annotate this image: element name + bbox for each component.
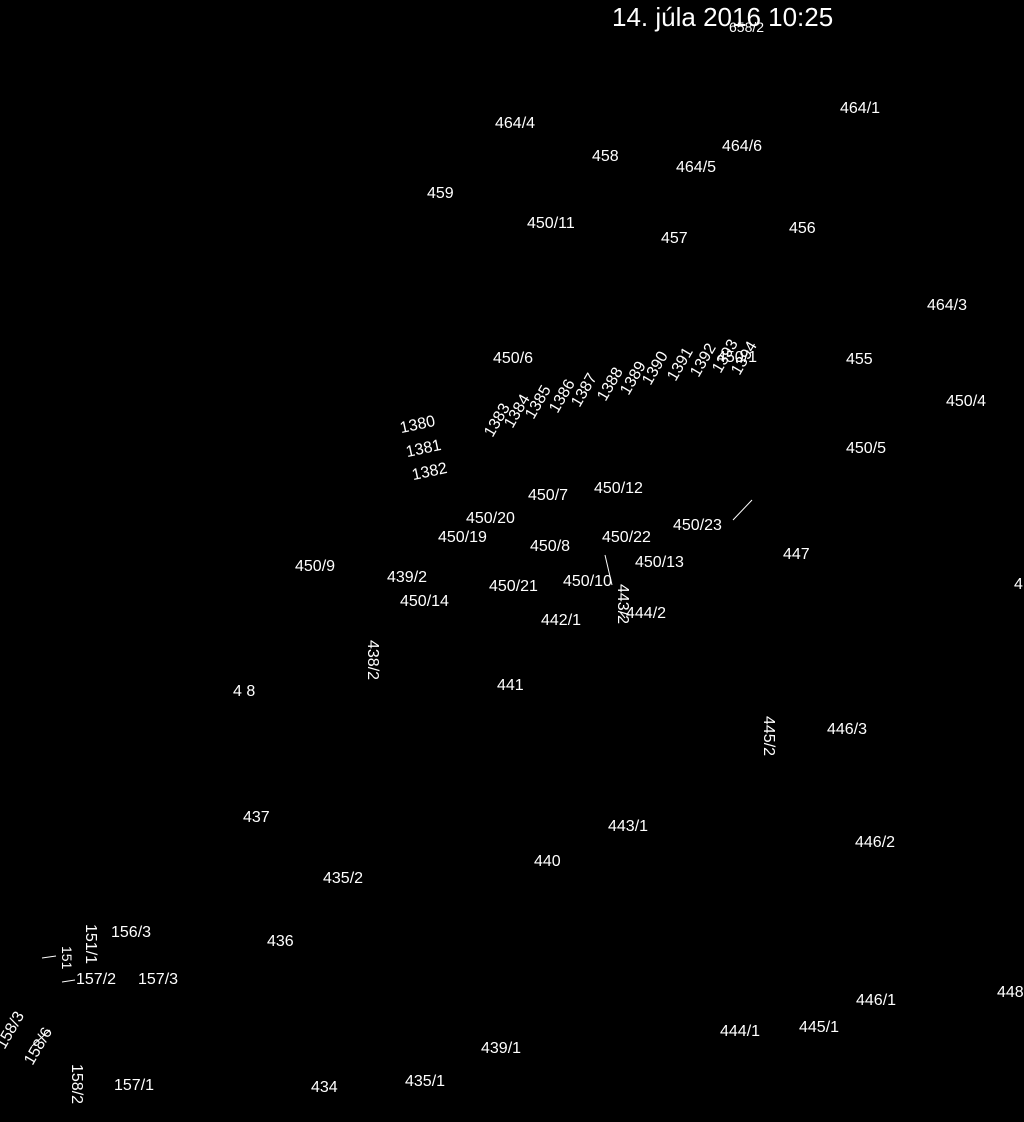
parcel-label: 156/3 bbox=[111, 924, 152, 941]
parcel-label: 450/12 bbox=[594, 480, 643, 497]
parcel-label: 440 bbox=[534, 853, 561, 870]
map-timestamp: 14. júla 2016 10:25 bbox=[612, 2, 834, 32]
parcel-label: 439/1 bbox=[481, 1040, 522, 1057]
parcel-label: 446/3 bbox=[827, 721, 868, 738]
leader-450-10 bbox=[604, 554, 613, 586]
parcel-label: 450/5 bbox=[846, 440, 887, 457]
parcel-label: 464/1 bbox=[840, 100, 881, 117]
parcel-label: 4 8 bbox=[233, 683, 256, 700]
parcel-label: 445/2 bbox=[760, 716, 777, 757]
parcel-label: 457 bbox=[661, 230, 688, 247]
parcel-label: 450/14 bbox=[400, 593, 449, 610]
parcel-label: 157/1 bbox=[114, 1077, 155, 1094]
parcel-label: 434 bbox=[311, 1079, 338, 1096]
parcel-label: 450/9 bbox=[295, 558, 336, 575]
parcel-label: 450/1 bbox=[717, 349, 758, 366]
parcel-label: 658/2 bbox=[729, 19, 765, 35]
parcel-label: 464/5 bbox=[676, 159, 717, 176]
parcel-label: 444/1 bbox=[720, 1023, 761, 1040]
parcel-label: 455 bbox=[846, 351, 873, 368]
parcel-label: 157/2 bbox=[76, 971, 117, 988]
parcel-label: 446/1 bbox=[856, 992, 897, 1009]
leader-158-6 bbox=[31, 1029, 51, 1047]
parcel-label: 441 bbox=[497, 677, 524, 694]
parcel-label: 464/4 bbox=[495, 115, 536, 132]
parcel-label: 450/13 bbox=[635, 554, 684, 571]
parcel-label: 459 bbox=[427, 185, 454, 202]
parcel-label: 447 bbox=[783, 546, 810, 563]
parcel-label: 435/1 bbox=[405, 1073, 446, 1090]
parcel-label: 4 bbox=[1014, 576, 1023, 593]
parcel-label: 450/8 bbox=[530, 538, 571, 555]
parcel-label: 151/1 bbox=[82, 924, 99, 965]
parcel-label: 444/2 bbox=[626, 605, 667, 622]
parcel-label: 450/20 bbox=[466, 510, 515, 527]
parcel-label: 450/11 bbox=[527, 215, 575, 232]
parcel-label: 450/23 bbox=[673, 517, 722, 534]
leader-151 bbox=[41, 955, 57, 959]
parcel-label: 450/10 bbox=[563, 573, 612, 590]
parcel-label: 450/21 bbox=[489, 578, 538, 595]
parcel-label: 458 bbox=[592, 148, 619, 165]
parcel-label: 446/2 bbox=[855, 834, 896, 851]
parcel-label: 464/6 bbox=[722, 138, 763, 155]
leader-450-23 bbox=[732, 499, 753, 521]
parcel-label: 450/6 bbox=[493, 350, 534, 367]
leader-157-2 bbox=[61, 979, 76, 983]
parcel-label: 437 bbox=[243, 809, 270, 826]
leader-444-2 bbox=[619, 611, 626, 619]
parcel-label: 450/4 bbox=[946, 393, 987, 410]
parcel-label: 445/1 bbox=[799, 1019, 840, 1036]
parcel-label: 464/3 bbox=[927, 297, 968, 314]
parcel-label: 442/1 bbox=[541, 612, 582, 629]
parcel-label: 438/2 bbox=[364, 640, 381, 681]
parcel-label: 439/2 bbox=[387, 569, 428, 586]
parcel-label: 151 bbox=[59, 946, 75, 970]
parcel-label: 158/2 bbox=[68, 1064, 85, 1105]
parcel-label: 435/2 bbox=[323, 870, 364, 887]
parcel-label: 456 bbox=[789, 220, 816, 237]
parcel-label: 157/3 bbox=[138, 971, 179, 988]
parcel-label: 436 bbox=[267, 933, 294, 950]
parcel-label: 443/1 bbox=[608, 818, 649, 835]
parcel-label: 450/19 bbox=[438, 529, 487, 546]
parcel-label: 450/22 bbox=[602, 529, 651, 546]
parcel-label: 450/7 bbox=[528, 487, 569, 504]
parcel-label: 448 bbox=[997, 984, 1024, 1001]
